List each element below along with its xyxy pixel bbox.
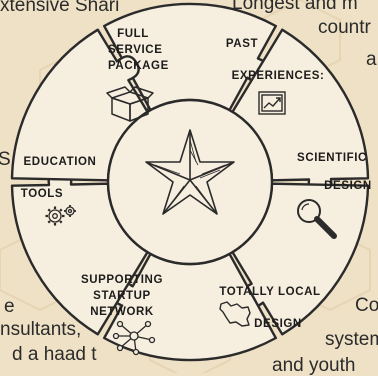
bg-text-bottom-right-system: system [325, 329, 378, 350]
label-startup: SUPPORTING STARTUP NETWORK [80, 274, 164, 318]
label-past: PAST [225, 38, 259, 50]
label-scientific: SCIENTIFIC [297, 152, 367, 164]
bg-text-bottom-left-1: nsultants, [0, 319, 82, 340]
label-experiences: EXPERIENCES: [231, 70, 325, 82]
box-icon [106, 86, 154, 122]
bg-text-left-s: S [0, 149, 11, 170]
bg-text-bottom-right-co: Co [355, 295, 378, 316]
bg-text-right-1: countr [318, 17, 371, 38]
star-icon [145, 129, 235, 215]
label-education: EDUCATION [23, 156, 97, 168]
bg-text-right-2: a [366, 49, 377, 70]
bg-text-top-left: xtensive Shari [0, 0, 120, 16]
label-full-service: FULL SERVICE PACKAGE [108, 28, 169, 72]
label-design-scientific: DESIGN [324, 180, 372, 192]
magnifier-icon [297, 199, 337, 239]
label-totally-local: TOTALLY LOCAL [219, 286, 321, 298]
bg-text-bottom-left-2: d a haad t [12, 344, 97, 365]
bg-text-left-e: e [4, 296, 15, 317]
label-design-local: DESIGN [254, 318, 302, 330]
bg-text-top-right: Longest and m [232, 0, 358, 14]
iran-map-icon [219, 301, 251, 327]
network-icon [112, 320, 156, 356]
chart-frame-icon [258, 91, 286, 115]
bg-text-bottom-right-youth: and youth [272, 355, 356, 376]
label-tools: TOOLS [20, 188, 64, 200]
gears-icon [45, 205, 76, 226]
